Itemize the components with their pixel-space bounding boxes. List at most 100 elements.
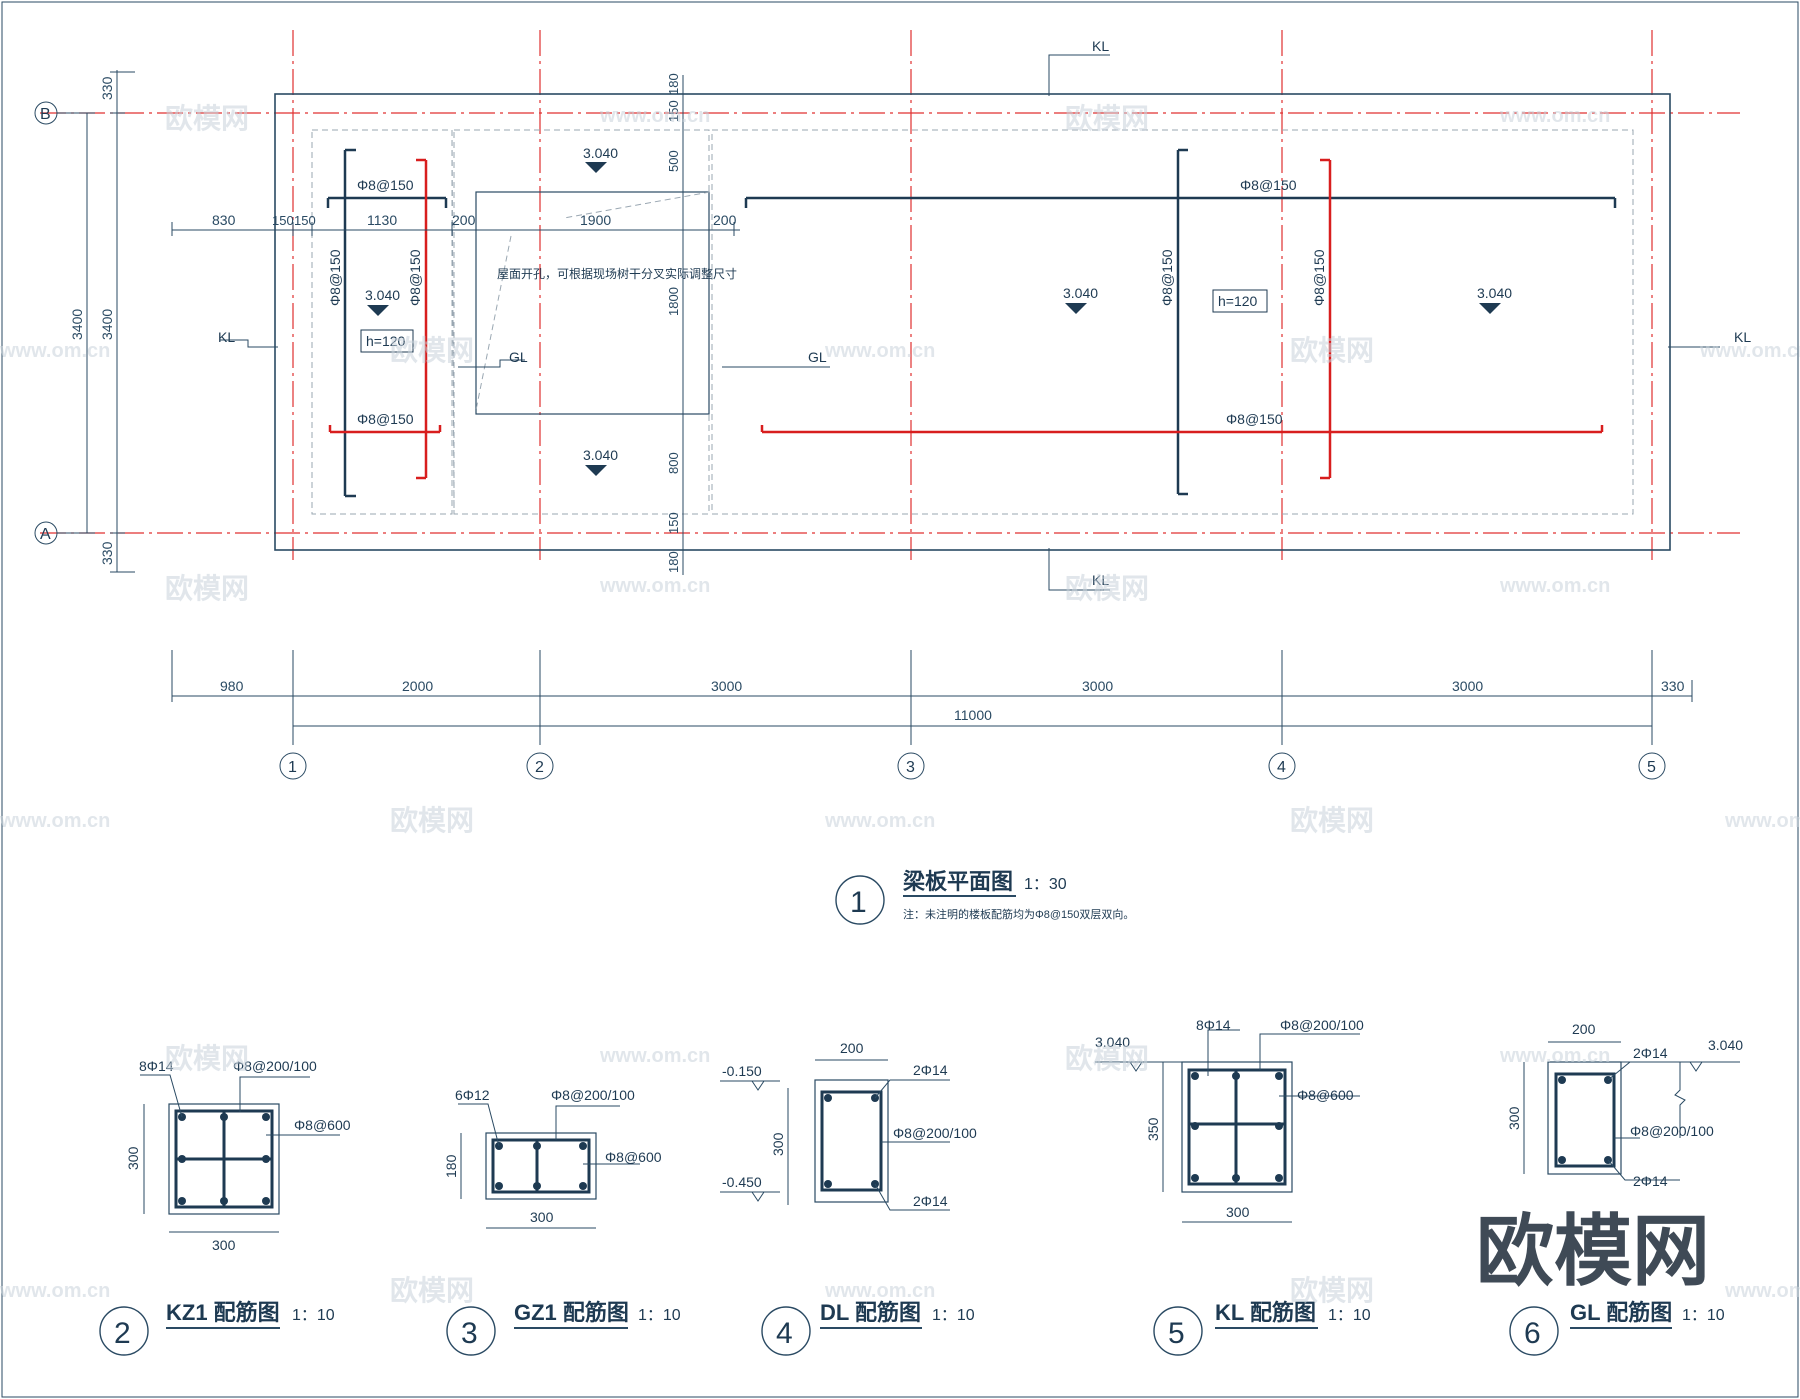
- axis-label-a: A: [40, 526, 51, 543]
- dl-num: 4: [776, 1317, 793, 1350]
- plan-title-num: 1: [850, 886, 867, 919]
- dl-label-bottom: 2Φ14: [913, 1193, 948, 1209]
- kl-detail-scale: 1：10: [1328, 1307, 1371, 1324]
- rebar-label-right-vert-a: Φ8@150: [1159, 249, 1175, 306]
- total-dim-11000: 11000: [954, 707, 992, 723]
- gz1-title: GZ1 配筋图: [514, 1300, 629, 1325]
- axis-col-5: 5: [1647, 759, 1656, 776]
- top-dim-150a: 150: [272, 213, 294, 228]
- beam-slab-plan: 屋面开孔，可根据现场树干分叉实际调整尺寸 Φ8@150 Φ8@150 Φ8@15…: [34, 30, 1751, 925]
- elev-3: 3.040: [583, 447, 618, 463]
- kz1-w: 300: [212, 1237, 236, 1253]
- dl-label-top: 2Φ14: [913, 1062, 948, 1078]
- bottom-dim-2000: 2000: [402, 678, 433, 694]
- kl-label-bottom: KL: [1092, 572, 1109, 588]
- svg-text:欧模网: 欧模网: [1065, 573, 1149, 604]
- rebar-label-left-bottom: Φ8@150: [357, 411, 414, 427]
- kl-label-right: KL: [1734, 329, 1751, 345]
- vdim-500: 500: [666, 150, 681, 172]
- svg-text:www.om.cn: www.om.cn: [0, 810, 110, 832]
- detail-kl: [1095, 1029, 1360, 1223]
- elev-2: 3.040: [583, 145, 618, 161]
- rebar-label-right-vert-b: Φ8@150: [1311, 249, 1327, 306]
- dl-level-bot: -0.450: [722, 1174, 762, 1190]
- rebar-label-right-top: Φ8@150: [1240, 177, 1297, 193]
- svg-text:欧模网: 欧模网: [1290, 335, 1374, 366]
- svg-text:欧模网: 欧模网: [165, 1043, 249, 1074]
- gl-label-bottom: 2Φ14: [1633, 1173, 1668, 1189]
- gl-w: 200: [1572, 1021, 1596, 1037]
- slab-thickness-box-left: [360, 329, 414, 353]
- dl-circle: [761, 1306, 811, 1356]
- elev-4: 3.040: [1063, 285, 1098, 301]
- rebar-label-right-bottom: Φ8@150: [1226, 411, 1283, 427]
- svg-text:www.om.cn: www.om.cn: [1499, 575, 1610, 597]
- left-dimension-lines: [80, 70, 135, 573]
- detail-dl: [720, 1059, 950, 1211]
- top-dimension-line: [171, 222, 740, 236]
- top-dim-150b: 150: [294, 213, 316, 228]
- dl-scale: 1：10: [932, 1307, 975, 1324]
- svg-text:www.om.cn: www.om.cn: [1699, 340, 1800, 362]
- gl-circle: [1509, 1306, 1559, 1356]
- gz1-h: 180: [443, 1154, 459, 1178]
- svg-text:欧模网: 欧模网: [1290, 805, 1374, 836]
- left-dim-330-bot: 330: [99, 541, 115, 565]
- svg-text:www.om.cn: www.om.cn: [0, 1280, 110, 1302]
- bottom-dimension-lines: [171, 650, 1693, 745]
- bottom-dim-980: 980: [220, 678, 244, 694]
- dl-title: DL 配筋图: [820, 1300, 921, 1325]
- bottom-dim-3000-b: 3000: [1082, 678, 1113, 694]
- svg-text:www.om.cn: www.om.cn: [599, 105, 710, 127]
- dl-w: 200: [840, 1040, 864, 1056]
- kl-detail-h: 350: [1145, 1117, 1161, 1141]
- gl-level: 3.040: [1708, 1037, 1743, 1053]
- bottom-dim-3000-c: 3000: [1452, 678, 1483, 694]
- gl-label-top: 2Φ14: [1633, 1045, 1668, 1061]
- svg-text:欧模网: 欧模网: [1290, 1275, 1374, 1306]
- gz1-label-tie: Φ8@600: [605, 1149, 662, 1165]
- top-dim-830: 830: [212, 212, 236, 228]
- kl-circle: [1153, 1306, 1203, 1356]
- right-slab-rebars: [744, 148, 1617, 496]
- gl-label-stirrup: Φ8@200/100: [1630, 1123, 1714, 1139]
- kl-label-left: KL: [218, 329, 235, 345]
- slab-outline: [274, 93, 1671, 551]
- rebar-label-left-top: Φ8@150: [357, 177, 414, 193]
- detail-kz1: [140, 1074, 340, 1233]
- dl-level-top: -0.150: [722, 1063, 762, 1079]
- vertical-dims: 180 150 500 1800 800 150 180: [666, 73, 681, 573]
- gl-title: GL 配筋图: [1570, 1300, 1672, 1325]
- gl-num: 6: [1524, 1317, 1541, 1350]
- rebar-label-left-vert-b: Φ8@150: [407, 249, 423, 306]
- axis-col-3: 3: [906, 759, 915, 776]
- beam-leaders: [220, 54, 1720, 591]
- opening-dash-b: [475, 235, 512, 411]
- vdim-800: 800: [666, 452, 681, 474]
- axis-label-b: B: [40, 106, 51, 123]
- rebar-label-left-vert-a: Φ8@150: [327, 249, 343, 306]
- top-dim-1130: 1130: [367, 212, 397, 228]
- watermarks: 欧模网 www.om.cn 欧模网 www.om.cn www.om.cn 欧模…: [0, 103, 1800, 1306]
- gz1-label-stirrup: Φ8@200/100: [551, 1087, 635, 1103]
- beam-dashed-lines: [311, 129, 1634, 515]
- kz1-circle: [99, 1306, 149, 1356]
- vdim-150-top: 150: [666, 100, 681, 122]
- svg-text:www.om.cn: www.om.cn: [599, 575, 710, 597]
- gl-scale: 1：10: [1682, 1307, 1725, 1324]
- kz1-label-tie: Φ8@600: [294, 1117, 351, 1133]
- kz1-label-main: 8Φ14: [139, 1058, 174, 1074]
- kl-level: 3.040: [1095, 1034, 1130, 1050]
- top-dim-200b: 200: [713, 212, 737, 228]
- gl-label-left: GL: [509, 349, 528, 365]
- svg-text:www.om.cn: www.om.cn: [824, 1280, 935, 1302]
- plan-title-circle: [835, 875, 885, 925]
- top-dim-1900: 1900: [580, 212, 611, 228]
- kz1-scale: 1：10: [292, 1307, 335, 1324]
- svg-text:欧模网: 欧模网: [1065, 1043, 1149, 1074]
- kz1-h: 300: [125, 1146, 141, 1170]
- dl-h: 300: [770, 1132, 786, 1156]
- svg-text:欧模网: 欧模网: [165, 573, 249, 604]
